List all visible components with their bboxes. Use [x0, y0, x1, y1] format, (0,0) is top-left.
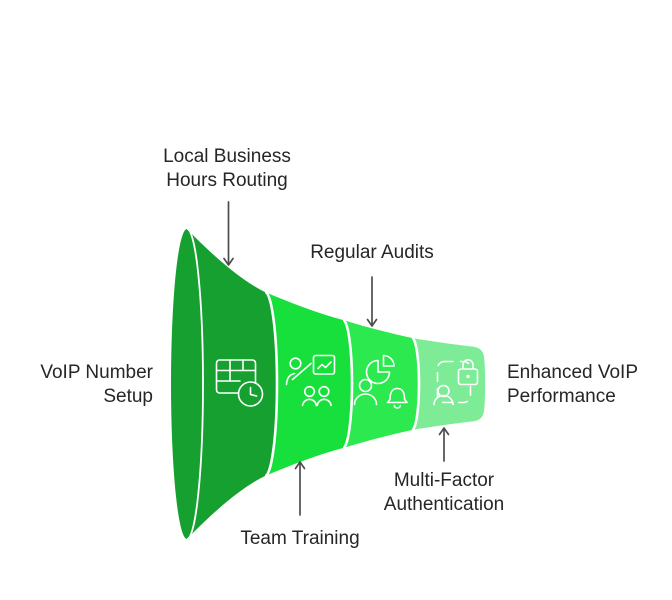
scan-lock-icon — [433, 359, 479, 406]
pie-chart-bell-icon — [353, 354, 408, 409]
stage-divider-3 — [411, 336, 421, 432]
label-line: Team Training — [240, 528, 360, 549]
funnel-output-label: Enhanced VoIP Performance — [507, 361, 672, 409]
callout-arrow-regular-audits — [366, 276, 378, 327]
stage-divider-2 — [342, 318, 354, 450]
calendar-clock-icon — [215, 359, 264, 407]
arrowhead-down-icon — [223, 257, 234, 266]
label-line: Setup — [103, 386, 153, 407]
callout-arrow-local-business-hours-routing — [223, 201, 234, 266]
stage-label-team-training: Team Training — [170, 527, 430, 551]
label-line: Hours Routing — [166, 170, 288, 191]
clock-hands — [249, 386, 258, 397]
segment-local-business-hours-routing — [171, 229, 277, 539]
segment-multi-factor-authentication — [412, 338, 486, 430]
label-line: VoIP Number — [40, 362, 153, 383]
stage-label-regular-audits: Regular Audits — [242, 241, 502, 265]
stage-label-multi-factor-authentication: Multi-Factor Authentication — [324, 469, 564, 517]
label-line: Authentication — [383, 494, 505, 515]
segment-team-training — [265, 292, 352, 476]
funnel-input-label: VoIP Number Setup — [8, 361, 153, 409]
stage-label-local-business-hours-routing: Local Business Hours Routing — [97, 145, 357, 193]
arrowhead-up-icon — [438, 427, 450, 436]
arrowhead-down-icon — [366, 318, 378, 327]
stage-divider-1 — [264, 290, 279, 478]
label-line: Enhanced VoIP — [507, 362, 638, 383]
label-line: Multi-Factor — [393, 470, 495, 491]
bell-icon — [386, 387, 408, 404]
trainer-presentation-icon — [285, 354, 336, 407]
callout-arrow-team-training — [294, 461, 306, 516]
segment-regular-audits — [343, 320, 419, 448]
label-line: Regular Audits — [310, 242, 434, 263]
label-line: Local Business — [163, 146, 291, 167]
funnel-mouth-rim-line — [186, 228, 204, 540]
lock-keyhole — [466, 374, 470, 379]
callout-arrow-multi-factor-authentication — [438, 427, 450, 462]
lock-shackle — [462, 359, 474, 370]
arrowhead-up-icon — [294, 461, 306, 470]
label-line: Performance — [507, 386, 616, 407]
